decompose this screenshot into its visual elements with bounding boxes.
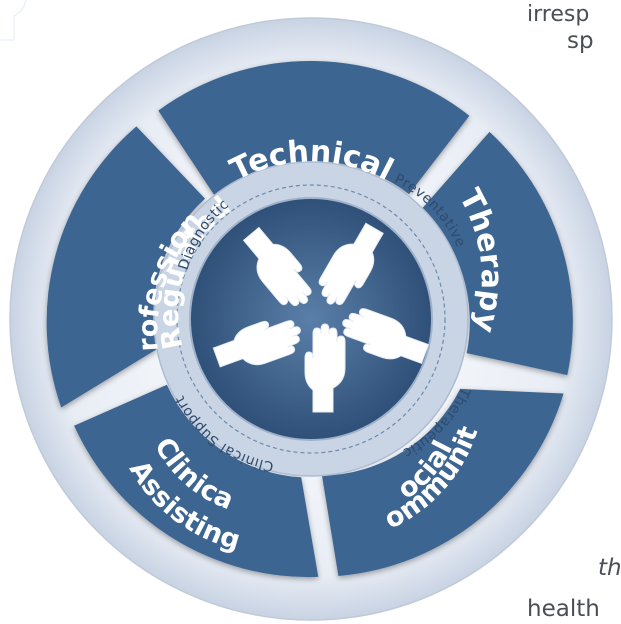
body-text-fragment-4: health [527,596,600,622]
hand-icon [0,0,27,41]
body-text-fragment-2: sp [567,28,594,54]
outer-segments [46,60,573,578]
body-text-fragment-1: irresp [527,2,590,27]
segment-clinical-assisting [74,384,319,578]
segment-regulated-professions [46,126,205,408]
inner-ring-dashed-line [176,184,446,454]
segment-technical [158,60,470,196]
segment-social-community [322,388,564,576]
segment-therapy [422,131,573,376]
center-disk [189,197,433,441]
hands-icon [0,0,433,413]
body-text-fragment-3: th [598,555,621,581]
